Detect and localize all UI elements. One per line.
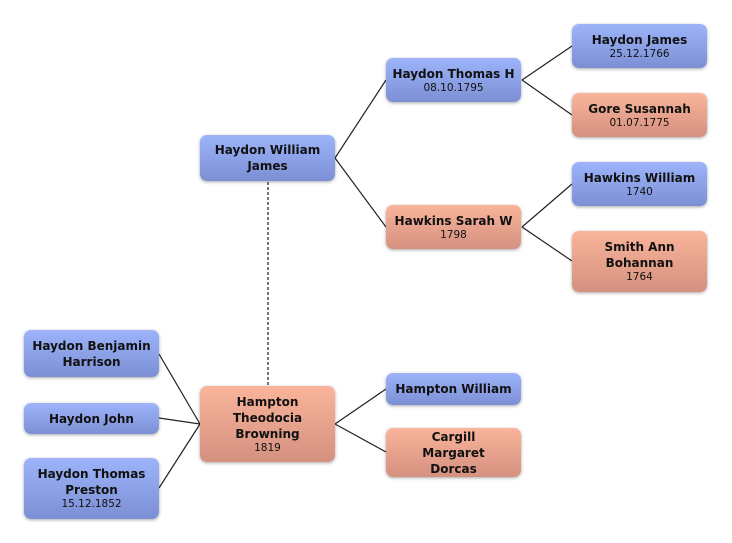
connector-line	[521, 45, 573, 81]
connector-line	[334, 79, 387, 159]
person-name: Haydon John	[49, 411, 134, 426]
person-hampton-william[interactable]: Hampton William	[386, 373, 521, 405]
person-name: Hawkins Sarah W	[394, 213, 513, 228]
connector-line	[334, 388, 387, 425]
person-date: 15.12.1852	[61, 498, 122, 510]
person-haydon-benjamin-harrison[interactable]: Haydon Benjamin Harrison	[24, 330, 159, 377]
person-name: Haydon William James	[214, 143, 321, 173]
person-hawkins-william[interactable]: Hawkins William 1740	[572, 162, 707, 206]
person-haydon-thomas-preston[interactable]: Haydon Thomas Preston 15.12.1852	[24, 458, 159, 519]
person-name: Haydon Benjamin Harrison	[32, 338, 151, 369]
connector-line	[158, 423, 201, 489]
person-date: 1764	[626, 271, 653, 283]
person-name: Hawkins William	[583, 170, 696, 185]
person-name: Haydon Thomas H	[392, 66, 515, 81]
person-smith-ann-bohannan[interactable]: Smith Ann Bohannan 1764	[572, 231, 707, 292]
connector-line	[521, 79, 573, 116]
person-haydon-james[interactable]: Haydon James 25.12.1766	[572, 24, 707, 68]
connector-line	[158, 353, 201, 425]
person-date: 1740	[626, 185, 653, 198]
person-date: 25.12.1766	[609, 47, 670, 60]
person-gore-susannah[interactable]: Gore Susannah 01.07.1775	[572, 93, 707, 137]
person-name: Haydon Thomas Preston	[37, 467, 146, 497]
person-haydon-william-james[interactable]: Haydon William James	[200, 135, 335, 181]
connector-line	[334, 423, 387, 453]
person-cargill-margaret-dorcas[interactable]: Cargill Margaret Dorcas	[386, 428, 521, 477]
person-date: 08.10.1795	[423, 81, 484, 94]
person-name: Cargill Margaret Dorcas	[422, 429, 485, 476]
person-haydon-john[interactable]: Haydon John	[24, 403, 159, 434]
connector-line	[334, 157, 387, 228]
person-date: 1798	[440, 228, 467, 241]
person-date: 1819	[254, 441, 281, 454]
person-hampton-theodocia-browning[interactable]: Hampton Theodocia Browning 1819	[200, 386, 335, 462]
person-name: Gore Susannah	[588, 101, 691, 116]
person-haydon-thomas-h[interactable]: Haydon Thomas H 08.10.1795	[386, 58, 521, 102]
person-name: Haydon James	[591, 32, 688, 47]
person-name: Hampton Theodocia Browning	[232, 394, 303, 441]
connector-line	[521, 183, 573, 228]
person-date: 01.07.1775	[609, 116, 670, 129]
connector-line	[158, 417, 201, 425]
person-name: Hampton William	[395, 382, 512, 396]
connector-line	[521, 226, 573, 262]
person-hawkins-sarah-w[interactable]: Hawkins Sarah W 1798	[386, 205, 521, 249]
person-name: Smith Ann Bohannan	[604, 240, 675, 270]
